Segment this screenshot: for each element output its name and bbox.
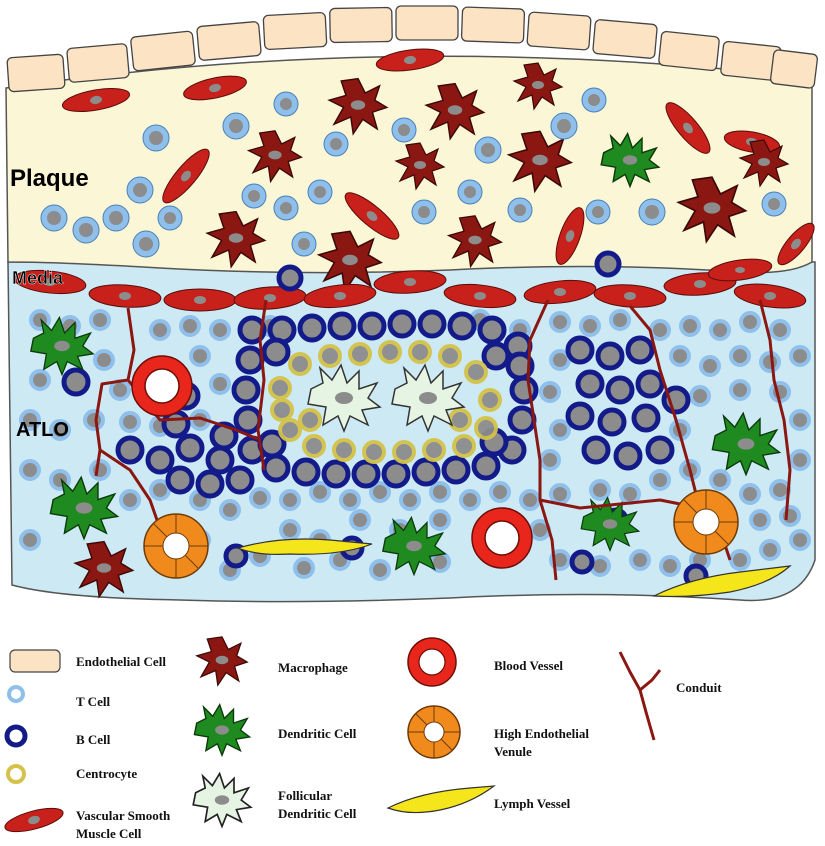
plaque-dendritic-cell bbox=[600, 132, 660, 188]
legend-vsmc-label-2: Muscle Cell bbox=[76, 826, 142, 841]
atlo-high-endothelial-venules bbox=[143, 489, 739, 579]
legend-macrophage-icon bbox=[196, 636, 248, 686]
endothelial-layer bbox=[6, 5, 818, 93]
atlo-dendritic-cells bbox=[30, 316, 781, 576]
legend-conduit-label: Conduit bbox=[676, 680, 722, 695]
legend-lymph-vessel-icon bbox=[386, 785, 497, 814]
legend-conduit-icon bbox=[618, 651, 662, 741]
atlo-b-cells bbox=[61, 309, 709, 589]
legend-dendritic-label: Dendritic Cell bbox=[278, 726, 357, 741]
label-plaque: Plaque bbox=[10, 165, 89, 192]
legend-endothelial-label: Endothelial Cell bbox=[76, 654, 166, 669]
atlo-lymph-vessels bbox=[236, 538, 792, 598]
media-smooth-muscle-nuclei bbox=[44, 267, 776, 304]
atlo-blood-vessels bbox=[131, 355, 533, 569]
legend-endothelial-icon bbox=[9, 649, 61, 673]
media-b-cells bbox=[276, 250, 622, 292]
legend-blood-vessel-icon bbox=[407, 637, 457, 687]
plaque-smooth-muscle-cells bbox=[61, 48, 815, 266]
legend-fdc-icon bbox=[192, 772, 252, 828]
label-media: Media bbox=[12, 268, 64, 288]
atlo-centrocytes bbox=[268, 340, 502, 464]
legend-hev-label-1: High Endothelial bbox=[494, 726, 589, 741]
atlo-macrophage bbox=[74, 540, 134, 598]
legend-hev-icon bbox=[407, 705, 461, 759]
legend-fdc-label-2: Dendritic Cell bbox=[278, 806, 357, 821]
label-atlo: ATLO bbox=[16, 419, 69, 441]
plaque-t-cell-nuclei bbox=[47, 94, 780, 251]
legend-b-cell-label: B Cell bbox=[76, 732, 111, 747]
atlo-follicular-dendritic-cells bbox=[307, 364, 465, 432]
legend-vsmc-icon bbox=[4, 807, 64, 833]
legend-centrocyte-label: Centrocyte bbox=[76, 766, 137, 781]
legend-dendritic-icon bbox=[193, 704, 251, 756]
legend-blood-vessel-label: Blood Vessel bbox=[494, 658, 563, 673]
tissue: Plaque Media ATLO bbox=[5, 5, 818, 603]
plaque-macrophages bbox=[206, 62, 789, 292]
legend-hev-label-2: Venule bbox=[494, 744, 532, 759]
legend: Endothelial Cell T Cell B Cell Centrocyt… bbox=[4, 636, 722, 841]
legend-centrocyte-icon bbox=[6, 764, 26, 784]
legend-lymph-vessel-label: Lymph Vessel bbox=[494, 796, 571, 811]
legend-t-cell-label: T Cell bbox=[76, 694, 110, 709]
legend-b-cell-icon bbox=[4, 724, 28, 748]
legend-macrophage-label: Macrophage bbox=[278, 660, 348, 675]
legend-fdc-label-1: Follicular bbox=[278, 788, 332, 803]
legend-t-cell-icon bbox=[7, 685, 25, 703]
legend-vsmc-label-1: Vascular Smooth bbox=[76, 808, 171, 823]
